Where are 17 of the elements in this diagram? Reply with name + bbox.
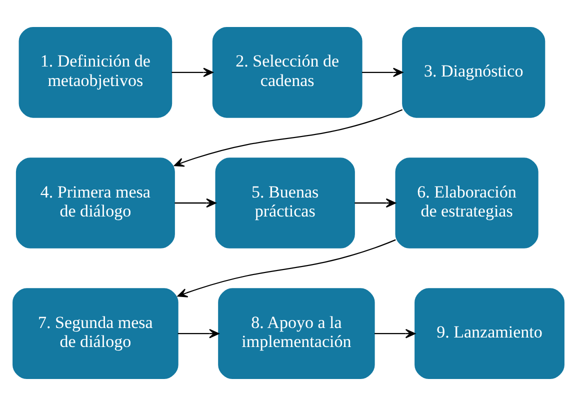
node-box: 4. Primera mesa de diálogo: [16, 158, 175, 248]
arrow: [172, 68, 214, 78]
node-box: 5. Buenas prácticas: [215, 158, 355, 248]
arrow: [177, 239, 396, 298]
node-box: 7. Segunda mesa de diálogo: [12, 288, 178, 380]
node-box: 8. Apoyo a la implementación: [218, 288, 375, 380]
node-box: 3. Diagnóstico: [402, 26, 546, 118]
arrow: [362, 68, 404, 78]
arrow: [374, 328, 416, 338]
arrow: [354, 198, 396, 208]
arrow: [178, 328, 220, 338]
node-box: 9. Lanzamiento: [414, 288, 564, 380]
arrow: [174, 198, 216, 208]
node-box: 1. Definición de metaobjetivos: [18, 26, 172, 118]
node-box: 2. Selección de cadenas: [212, 26, 362, 118]
node-box: 6. Elaboración de estrategias: [395, 158, 538, 248]
arrow: [174, 109, 403, 167]
